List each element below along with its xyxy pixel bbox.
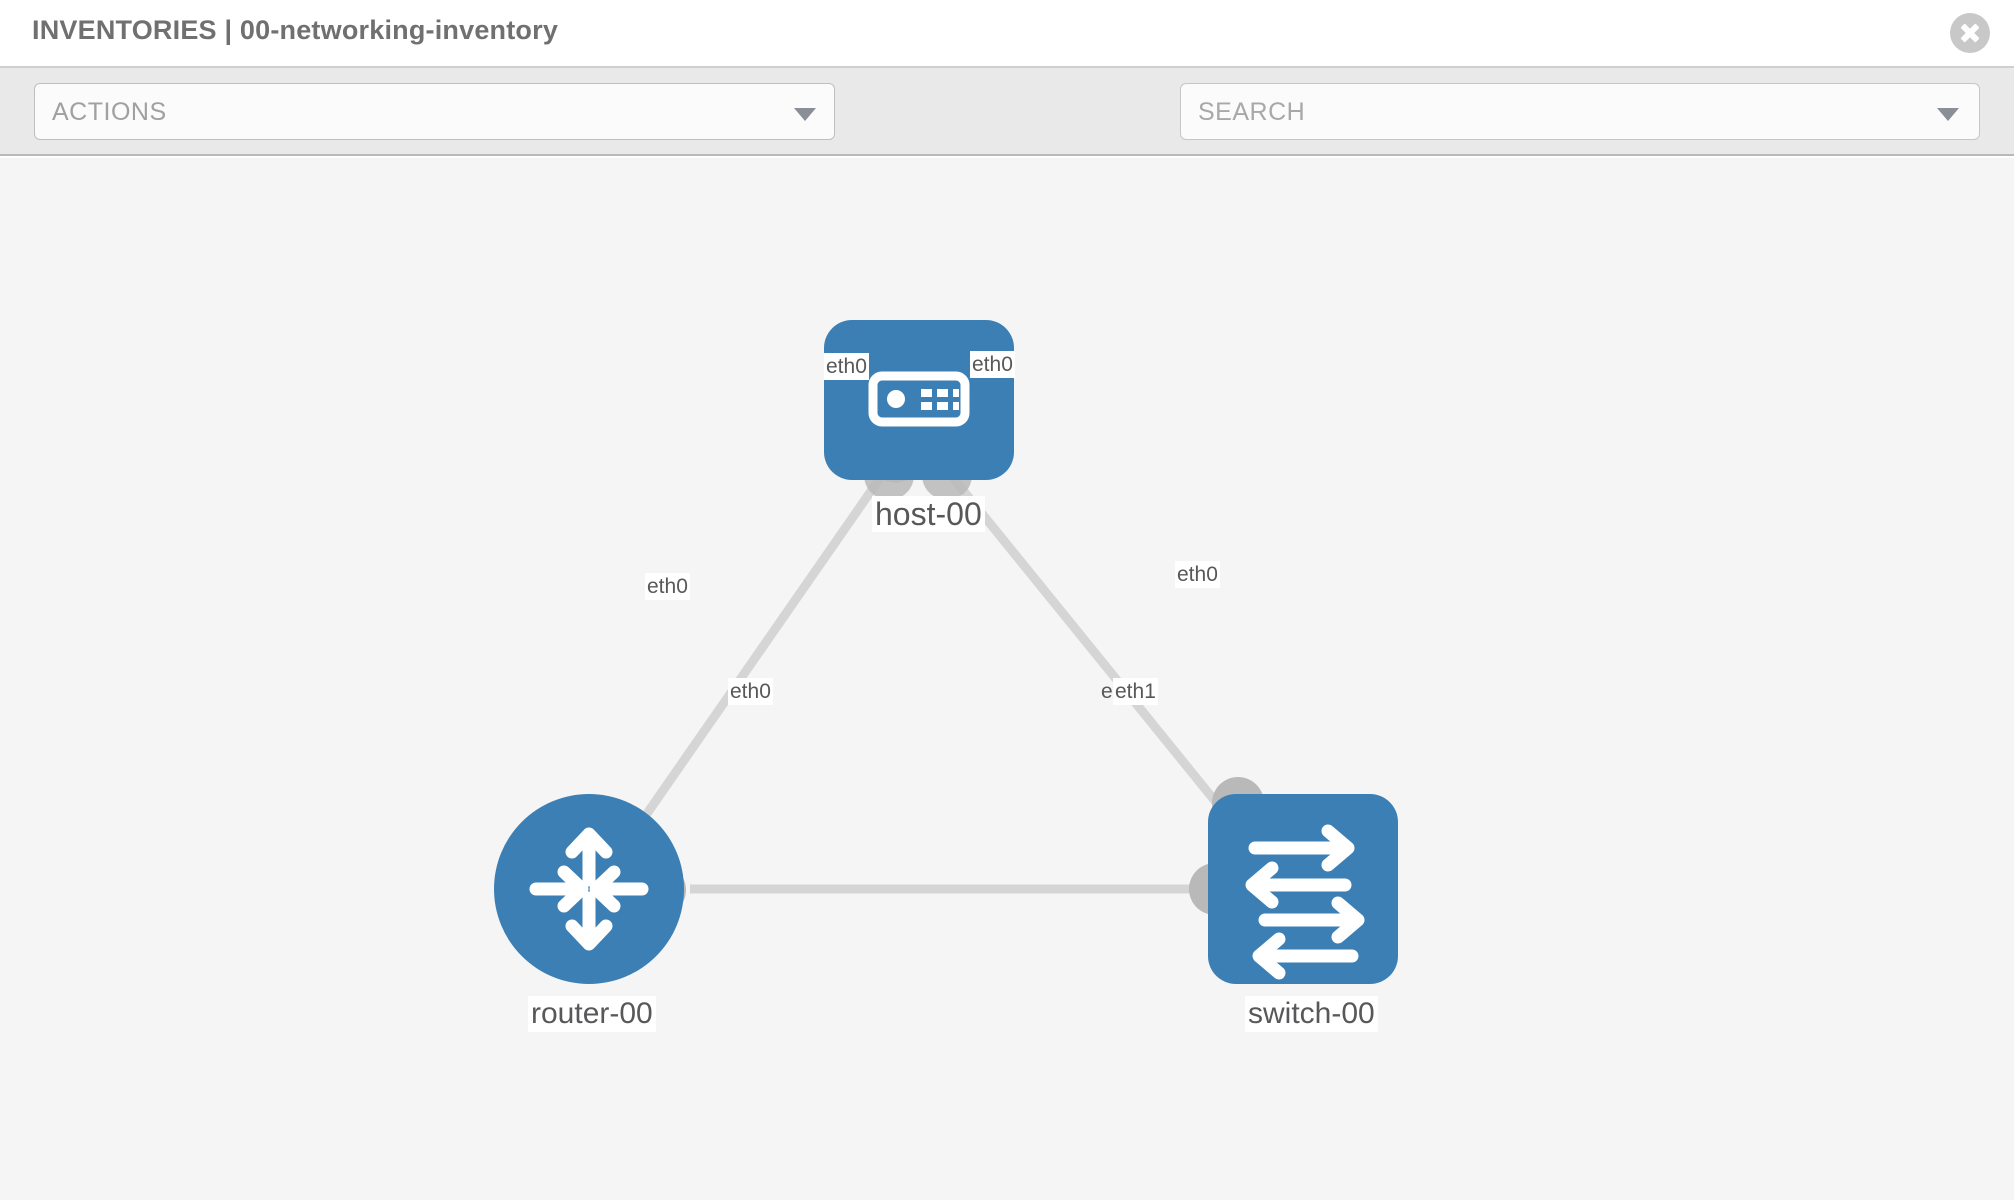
node-label-switch-00: switch-00	[1245, 996, 1378, 1032]
chevron-down-icon	[1937, 108, 1959, 121]
topology-graph	[494, 320, 1398, 984]
node-label-router-00: router-00	[528, 996, 656, 1032]
node-label-host-00: host-00	[872, 496, 985, 532]
edge-label-switch-eth1: eth1	[1113, 678, 1158, 705]
node-host-00[interactable]	[824, 320, 1014, 480]
topology-canvas[interactable]: eth0 eth0 eth0 eth0 eth0 eth0 eth1 host-…	[0, 158, 2014, 1200]
edge-label-host-eth0-left: eth0	[824, 353, 869, 380]
toolbar: ACTIONS SEARCH	[0, 68, 2014, 193]
actions-dropdown[interactable]: ACTIONS	[34, 83, 835, 140]
switch-arrows-icon	[1245, 824, 1365, 980]
edge-label-router-eth0: eth0	[728, 678, 773, 705]
page-header: INVENTORIES | 00-networking-inventory	[0, 0, 2014, 68]
edge-host-router	[626, 465, 891, 841]
search-input[interactable]: SEARCH	[1180, 83, 1980, 140]
close-icon[interactable]	[1950, 13, 1990, 53]
actions-dropdown-label: ACTIONS	[52, 98, 167, 126]
edge-label-router-eth0-uplink: eth0	[645, 573, 690, 600]
edge-label-host-eth0-right: eth0	[970, 351, 1015, 378]
chevron-down-icon	[794, 108, 816, 121]
edge-label-switch-eth0-uplink: eth0	[1175, 561, 1220, 588]
router-arrows-icon	[529, 827, 649, 951]
server-device-icon	[868, 371, 970, 427]
page-title: INVENTORIES | 00-networking-inventory	[32, 15, 559, 45]
node-switch-00[interactable]	[1208, 794, 1398, 984]
search-placeholder: SEARCH	[1198, 98, 1306, 126]
edge-host-switch	[941, 465, 1249, 841]
node-router-00[interactable]	[494, 794, 684, 984]
